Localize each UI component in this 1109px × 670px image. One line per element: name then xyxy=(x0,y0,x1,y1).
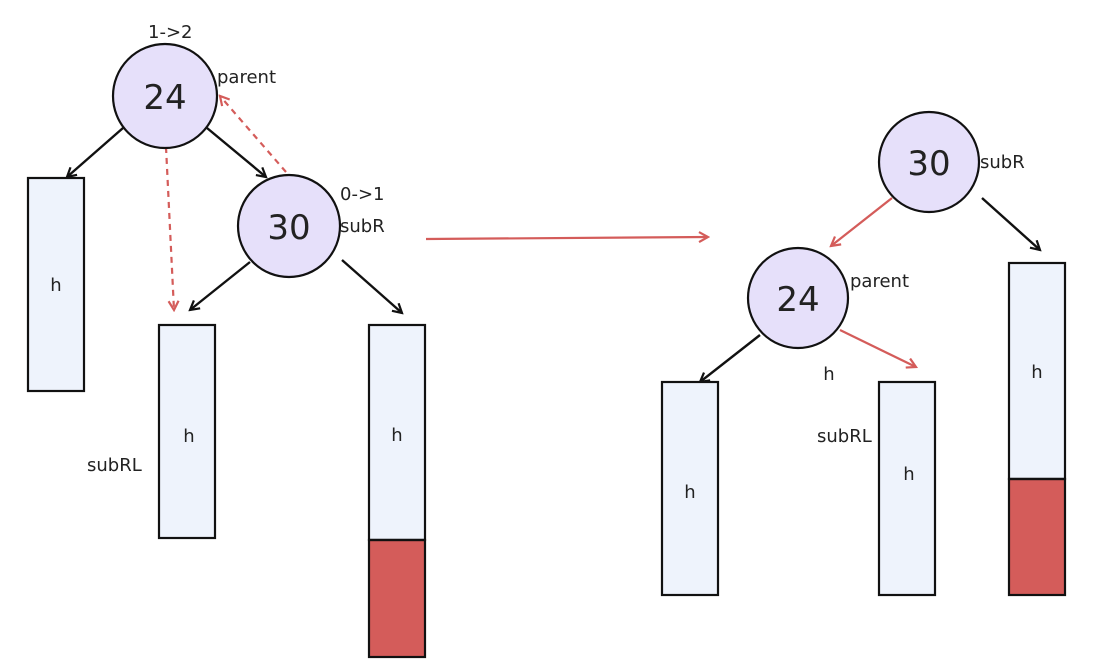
edge-parent-to-left xyxy=(67,127,124,177)
subRL-subtree-height: h xyxy=(903,464,914,485)
right-subtree-height: h xyxy=(391,425,402,446)
subR-node-value: 30 xyxy=(907,144,950,184)
right-subtree-box xyxy=(1007,261,1067,481)
dashed-arrow-subRL-move xyxy=(164,146,174,310)
right-subtree-growth xyxy=(1007,477,1067,597)
before-tree: 24 parent 1->2 30 subR 0->1 h h subRL h xyxy=(26,22,427,659)
subR-node-value: 30 xyxy=(267,208,310,248)
subRL-label: subRL xyxy=(87,455,142,476)
subRL-h-label: h xyxy=(823,364,834,385)
subR-node-circle xyxy=(877,110,981,214)
right-subtree-box xyxy=(367,323,427,542)
parent-node-circle xyxy=(746,246,850,350)
subRL-label: subRL xyxy=(817,426,872,447)
subRL-subtree-box xyxy=(157,323,217,540)
subR-label: subR xyxy=(340,216,385,237)
subR-node-circle xyxy=(236,173,342,279)
parent-label: parent xyxy=(850,271,909,292)
subRL-subtree-height: h xyxy=(183,426,194,447)
left-subtree-box xyxy=(660,380,720,597)
left-subtree-height: h xyxy=(50,275,61,296)
dashed-arrow-subR-up xyxy=(220,96,287,173)
left-subtree-height: h xyxy=(684,482,695,503)
subR-balance: 0->1 xyxy=(340,184,384,205)
right-subtree-growth xyxy=(367,538,427,659)
parent-node-value: 24 xyxy=(143,78,186,118)
parent-label: parent xyxy=(217,67,276,88)
edge-subR-to-right xyxy=(981,197,1040,250)
edge-subR-to-subRL xyxy=(190,261,251,310)
subRL-subtree-box xyxy=(877,380,937,597)
edge-subR-to-parent xyxy=(831,197,893,246)
edge-subR-to-right xyxy=(341,259,402,313)
left-subtree-box xyxy=(26,176,86,393)
parent-node-circle xyxy=(111,42,219,150)
right-subtree-height: h xyxy=(1031,362,1042,383)
subR-label: subR xyxy=(980,152,1025,173)
edge-parent-to-subR xyxy=(206,127,266,177)
rotation-transition-arrow xyxy=(425,237,708,239)
edge-parent-to-left xyxy=(700,334,761,382)
parent-balance: 1->2 xyxy=(148,22,192,43)
edge-parent-to-subRL xyxy=(839,329,916,367)
after-tree: 30 subR 24 parent h h subRL h h xyxy=(660,110,1067,597)
parent-node-value: 24 xyxy=(776,280,819,320)
